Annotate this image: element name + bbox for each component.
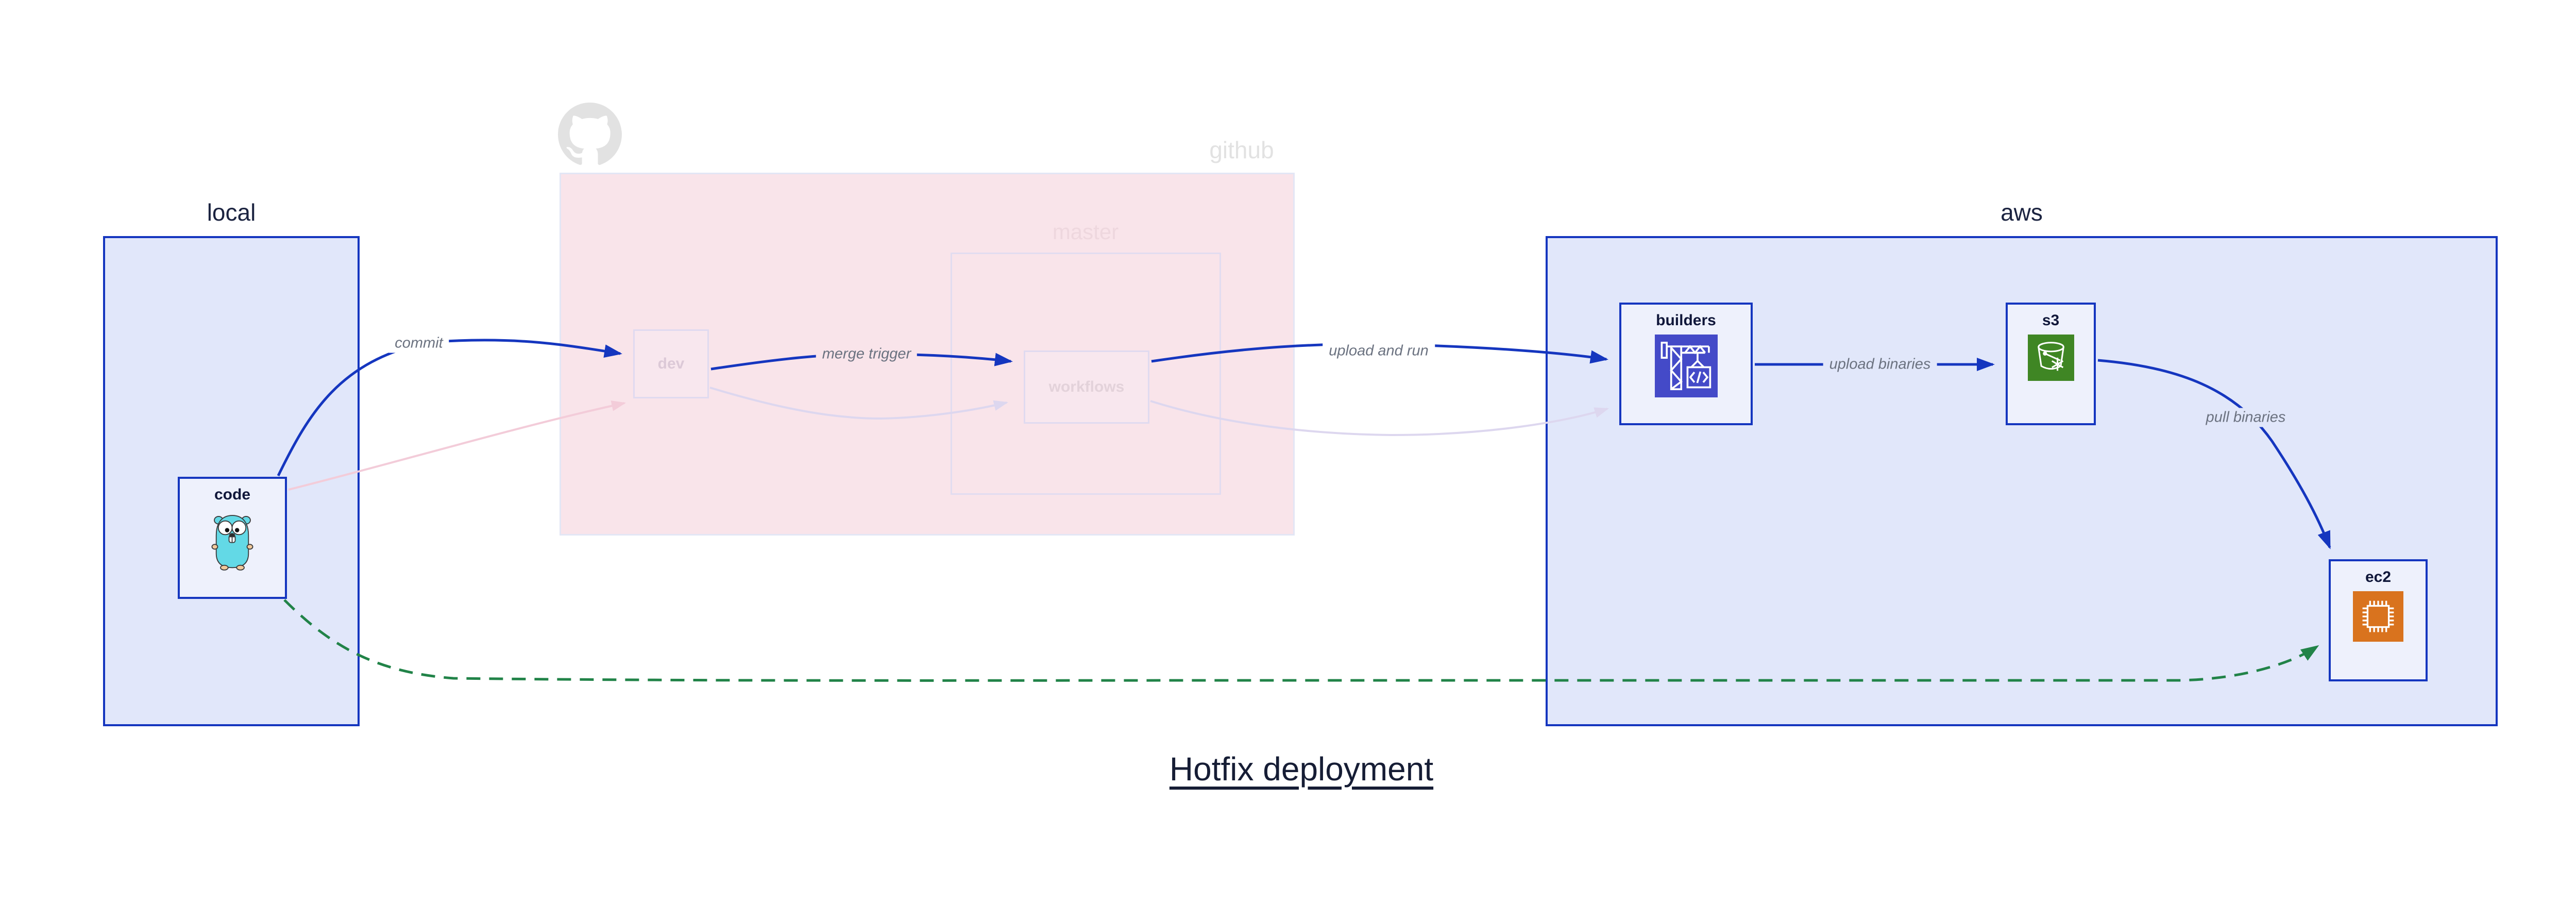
builders-node: builders [1619,303,1753,425]
aws-ec2-icon [2353,591,2403,642]
code-node: code [178,477,287,599]
code-node-label: code [214,486,251,503]
aws-s3-icon [2027,335,2074,381]
workflows-node: workflows [1024,350,1149,424]
workflows-node-label: workflows [1048,378,1125,395]
upload-and-run-edge-label: upload and run [1323,341,1435,361]
commit-edge-label: commit [388,333,449,353]
ec2-node: ec2 [2329,559,2428,681]
pull-binaries-edge-label: pull binaries [2199,408,2292,427]
github-group-label: github [1209,137,1274,163]
diagram-title: Hotfix deployment [1169,750,1434,788]
builders-node-label: builders [1656,312,1716,329]
s3-node-label: s3 [2042,312,2060,329]
ec2-node-label: ec2 [2365,569,2392,586]
dev-node-label: dev [657,355,685,372]
master-branch-box [951,253,1221,495]
master-branch-label: master [1052,220,1119,244]
upload-binaries-edge-label: upload binaries [1823,355,1937,374]
go-gopher-icon [211,515,253,571]
merge-trigger-edge-label: merge trigger [816,344,918,364]
github-octocat-icon [558,103,622,165]
local-group-label: local [207,199,256,226]
aws-group-label: aws [2001,199,2043,226]
aws-codebuild-icon [1654,335,1718,397]
s3-node: s3 [2006,303,2096,425]
dev-branch-node: dev [633,329,709,398]
